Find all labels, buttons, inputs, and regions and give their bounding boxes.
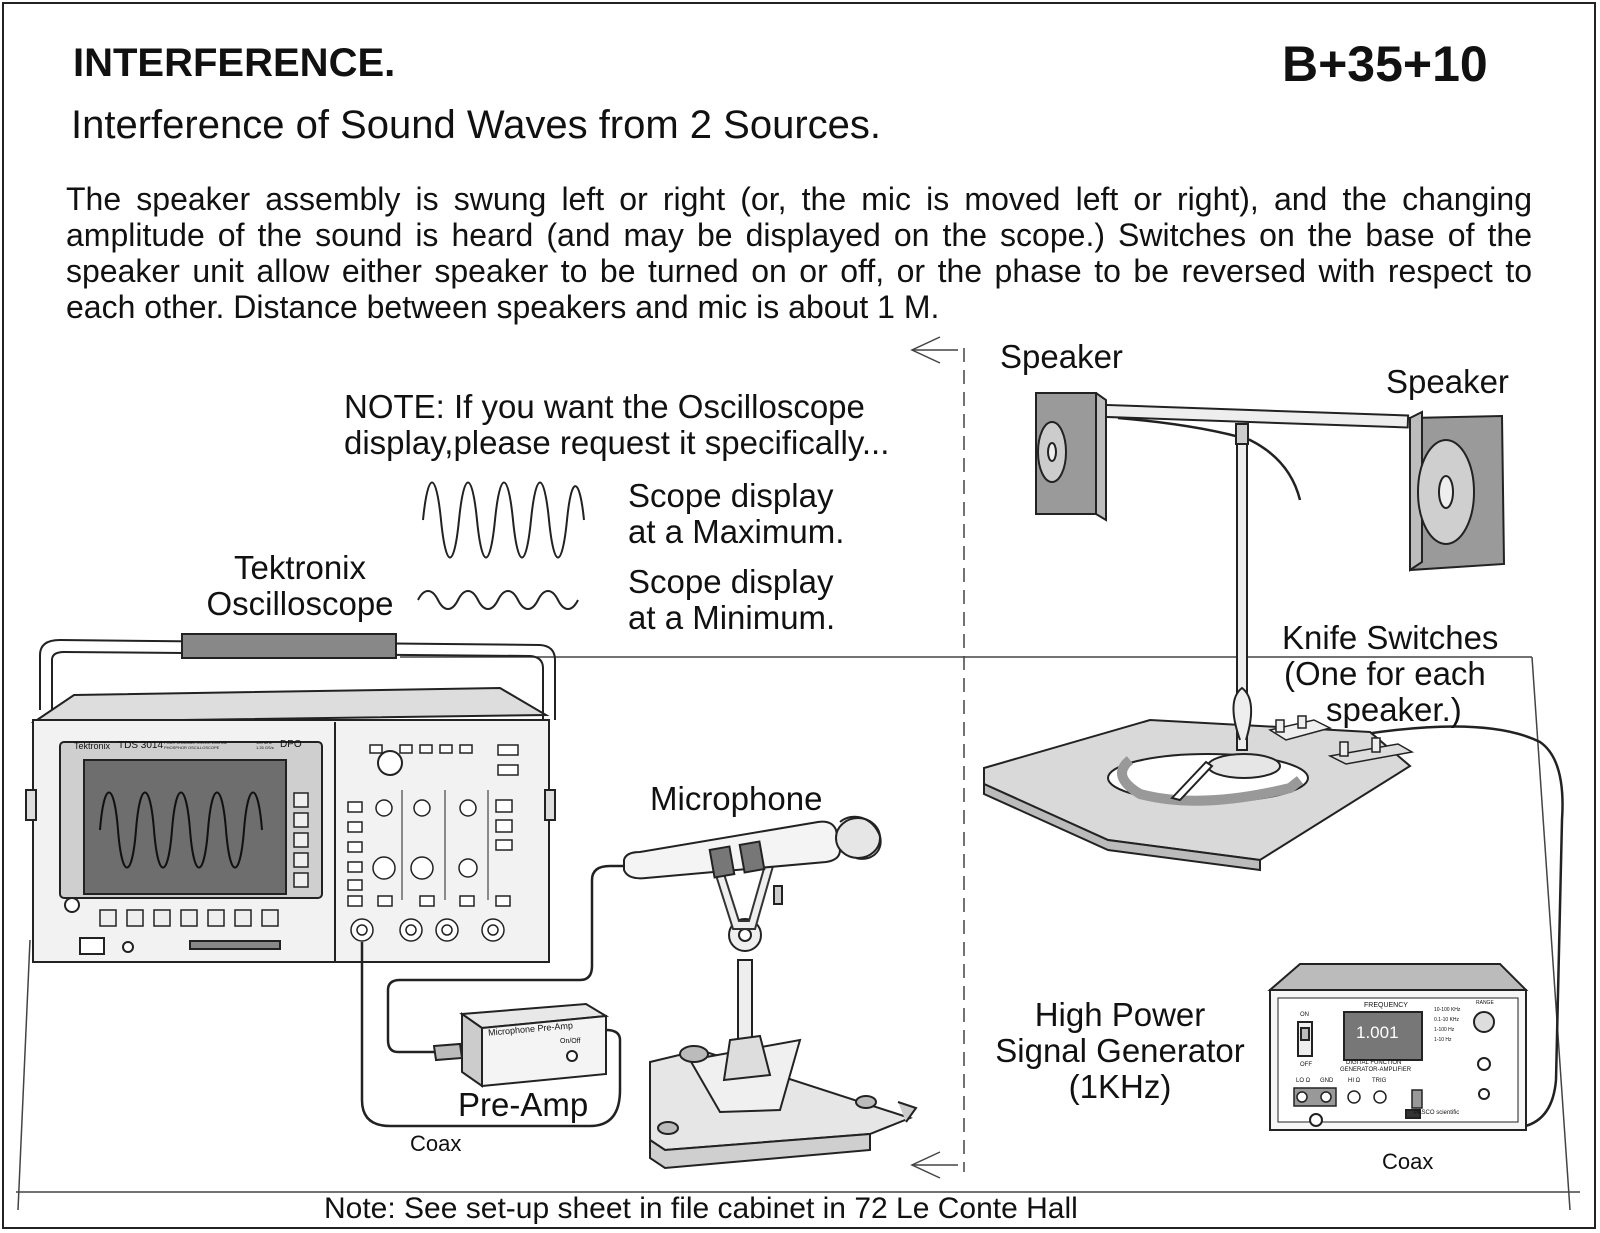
siggen-label-line3: (1KHz) bbox=[1068, 1068, 1172, 1105]
preamp-switch-label: On/Off bbox=[560, 1038, 581, 1045]
note-scope-line1: NOTE: If you want the Oscilloscope bbox=[344, 388, 865, 425]
coax-right-label: Coax bbox=[1382, 1149, 1434, 1174]
gen-hi: HI Ω bbox=[1348, 1078, 1361, 1084]
cables bbox=[360, 416, 1564, 1130]
knife-switches-label-line2: (One for each bbox=[1284, 655, 1486, 692]
description: The speaker assembly is swung left or ri… bbox=[66, 181, 1532, 325]
siggen-label-line1: High Power bbox=[1034, 996, 1206, 1033]
gen-range-4: 1-10 Hz bbox=[1434, 1037, 1452, 1043]
scope-model: TDS 3014 bbox=[118, 740, 164, 751]
oscilloscope bbox=[25, 633, 556, 963]
gen-trig: TRIG bbox=[1372, 1078, 1387, 1084]
scope-model-sub: FOUR CHANNEL COLOR DIGITAL PHOSPHOR OSCI… bbox=[164, 740, 227, 750]
preamp-box bbox=[432, 1002, 610, 1088]
scope-spec: 100 MHz 1.25 GS/s bbox=[256, 740, 274, 750]
speaker-assembly bbox=[983, 392, 1506, 872]
knife-switches-label-line3: speaker.) bbox=[1326, 691, 1462, 728]
scope-min-line2: at a Minimum. bbox=[628, 599, 836, 636]
note-scope-line2: display,please request it specifically..… bbox=[344, 424, 890, 461]
gen-name-line1: DIGITAL FUNCTION bbox=[1346, 1060, 1402, 1066]
signal-generator bbox=[1267, 963, 1529, 1131]
footer-note: Note: See set-up sheet in file cabinet i… bbox=[324, 1192, 1078, 1225]
scope-max-line1: Scope display bbox=[628, 477, 834, 514]
gen-frequency-label: FREQUENCY bbox=[1364, 1002, 1408, 1009]
siggen-label-line2: Signal Generator bbox=[995, 1032, 1245, 1069]
knife-switches-label-line1: Knife Switches bbox=[1282, 619, 1499, 656]
gen-range-1: 10-100 KHz bbox=[1434, 1007, 1461, 1013]
scope-min-line1: Scope display bbox=[628, 563, 834, 600]
speaker-right-label: Speaker bbox=[1386, 363, 1509, 400]
microphone-stand bbox=[623, 815, 918, 1170]
scope-dpo: DPO bbox=[280, 739, 302, 750]
gen-range-3: 1-100 Hz bbox=[1434, 1027, 1455, 1033]
page-title: INTERFERENCE. bbox=[73, 41, 396, 85]
scope-max-line2: at a Maximum. bbox=[628, 513, 845, 550]
min-waveform bbox=[417, 590, 579, 610]
max-waveform bbox=[422, 481, 585, 559]
scope-brand: Tektronix bbox=[74, 741, 111, 751]
gen-name-line2: GENERATOR-AMPLIFIER bbox=[1340, 1067, 1412, 1073]
page-subtitle: Interference of Sound Waves from 2 Sourc… bbox=[71, 103, 882, 147]
swing-divider bbox=[910, 336, 965, 1179]
gen-on: ON bbox=[1300, 1012, 1309, 1018]
gen-off: OFF bbox=[1300, 1062, 1312, 1068]
microphone-label: Microphone bbox=[650, 780, 823, 817]
gen-range-label: RANGE bbox=[1476, 1000, 1494, 1006]
demo-code: B+35+10 bbox=[1282, 36, 1488, 92]
gen-gnd: GND bbox=[1320, 1078, 1334, 1084]
oscilloscope-label-line1: Tektronix bbox=[233, 549, 367, 586]
gen-lo: LO Ω bbox=[1296, 1078, 1311, 1084]
oscilloscope-label-line2: Oscilloscope bbox=[206, 585, 394, 622]
gen-range-2: 0.1-10 KHz bbox=[1434, 1017, 1460, 1023]
gen-display: 1.001 bbox=[1356, 1023, 1399, 1042]
gen-brand: PASCO scientific bbox=[1414, 1110, 1460, 1116]
table-outline bbox=[16, 656, 1580, 1211]
coax-left-label: Coax bbox=[410, 1131, 462, 1156]
speaker-left-label: Speaker bbox=[1000, 338, 1123, 375]
preamp-label: Pre-Amp bbox=[458, 1086, 589, 1123]
